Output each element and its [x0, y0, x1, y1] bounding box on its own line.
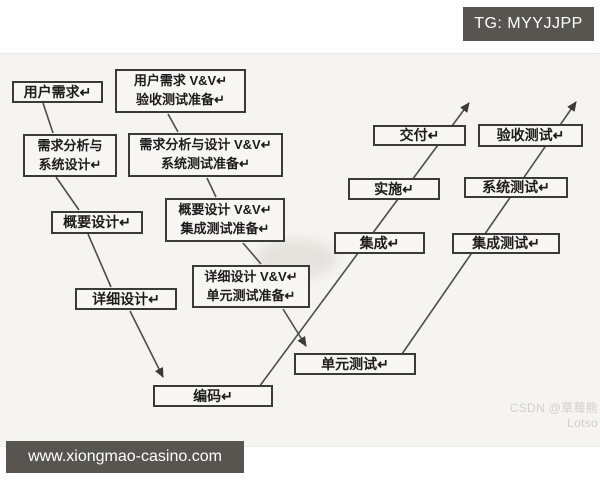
node-label: 验收测试准备↵ — [136, 92, 225, 107]
node-label: 系统测试准备↵ — [161, 156, 250, 171]
node-integration-test: 集成测试↵ — [452, 233, 560, 254]
node-label: 集成测试↵ — [472, 235, 540, 252]
site-url-badge: www.xiongmao-casino.com — [6, 441, 244, 473]
node-label: 详细设计↵ — [92, 290, 160, 307]
node-label: 编码↵ — [193, 387, 233, 404]
node-label: 用户需求 V&V↵ — [133, 73, 228, 89]
node-label: 交付↵ — [399, 127, 440, 144]
node-requirements-analysis-system-design: 需求分析与系统设计↵ — [23, 134, 117, 177]
node-label: 系统设计↵ — [38, 156, 102, 172]
edge-user-requirements-to-requirements-analysis-system-design — [42, 102, 54, 134]
edge-outline-design-to-detailed-design — [87, 233, 112, 288]
node-user-requirements-vv: 用户需求 V&V↵ 验收测试准备↵ — [115, 69, 246, 113]
node-label: 单元测试准备↵ — [206, 287, 296, 303]
node-label: 验收测试↵ — [496, 127, 565, 144]
edge-detailed-design-vv-to-unit-test — [282, 308, 307, 347]
node-label: 系统测试↵ — [482, 179, 550, 196]
csdn-watermark: CSDN @草莓熊Lotso — [509, 401, 598, 430]
edge-outline-design-vv-to-detailed-design-vv — [242, 242, 262, 265]
node-outline-design-vv: 概要设计 V&V↵ 集成测试准备↵ — [165, 198, 285, 242]
node-requirements-design-vv: 需求分析与设计 V&V↵ 系统测试准备↵ — [128, 133, 283, 177]
tg-badge: TG: MYYJJPP — [463, 7, 594, 41]
node-detailed-design: 详细设计↵ — [75, 288, 177, 310]
node-label: 需求分析与设计 V&V↵ — [139, 137, 272, 153]
node-implementation: 实施↵ — [348, 178, 440, 200]
node-label: 单元测试↵ — [321, 355, 389, 372]
node-delivery: 交付↵ — [373, 125, 466, 146]
node-unit-test: 单元测试↵ — [294, 353, 416, 375]
node-outline-design: 概要设计↵ — [51, 211, 143, 234]
edge-user-requirements-vv-to-requirements-design-vv — [167, 113, 179, 133]
node-detailed-design-vv: 详细设计 V&V↵ 单元测试准备↵ — [192, 265, 310, 308]
node-label: 集成测试准备↵ — [180, 221, 270, 236]
node-coding: 编码↵ — [153, 385, 273, 407]
node-label: 需求分析与 — [37, 137, 103, 153]
edge-requirements-design-vv-to-outline-design-vv — [206, 177, 217, 198]
node-label: 概要设计 V&V↵ — [178, 202, 272, 218]
edge-detailed-design-to-coding — [129, 310, 164, 378]
node-user-requirements: 用户需求↵ — [12, 81, 103, 103]
node-label: 概要设计↵ — [63, 214, 131, 231]
node-system-test: 系统测试↵ — [464, 177, 568, 198]
edge-requirements-analysis-system-design-to-outline-design — [55, 176, 80, 211]
node-label: 集成↵ — [359, 234, 400, 251]
node-integration: 集成↵ — [334, 232, 425, 254]
node-label: 详细设计 V&V↵ — [204, 268, 298, 284]
node-label: 用户需求↵ — [23, 83, 92, 100]
node-label: 实施↵ — [374, 180, 414, 197]
node-acceptance-test: 验收测试↵ — [478, 124, 583, 147]
